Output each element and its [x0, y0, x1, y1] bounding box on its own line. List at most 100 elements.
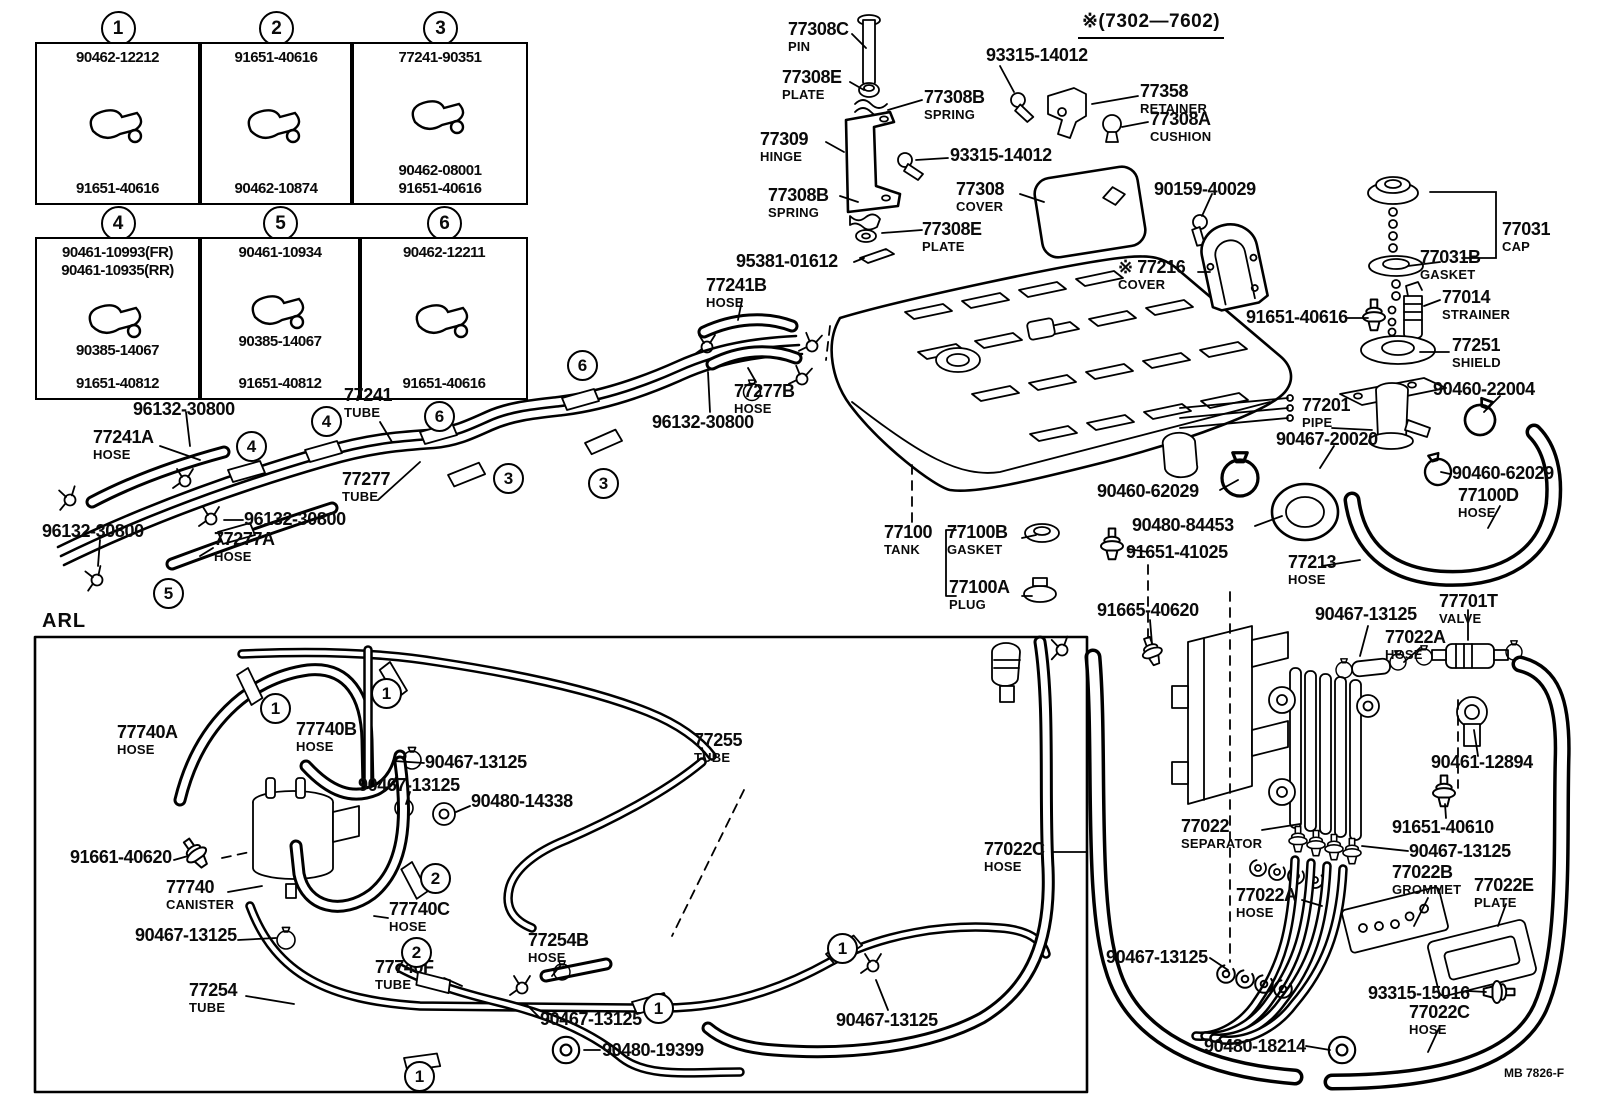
callout-number-2-5: 2 — [420, 863, 451, 894]
part-number: 90460-62029 — [1097, 481, 1199, 501]
legend-number-3: 3 — [423, 11, 458, 46]
legend-part-number: 90462-12212 — [76, 49, 159, 66]
part-name: HOSE — [1458, 505, 1496, 520]
part-label-96132-30800-56: 96132-30800 — [42, 522, 144, 540]
leader-lines — [97, 33, 1507, 1053]
arl-section-label: ARL — [42, 610, 87, 632]
legend-number-4: 4 — [100, 206, 136, 241]
part-number: 77022E — [1474, 875, 1534, 895]
part-number: 77740B — [296, 719, 357, 739]
callout-number-3-7: 3 — [493, 463, 524, 494]
part-number: 77031 — [1502, 219, 1551, 239]
part-name: GASKET — [947, 542, 1003, 557]
part-name: COVER — [956, 199, 1004, 214]
part-number: 77308B — [924, 87, 985, 107]
part-number: ※ 77216 — [1118, 257, 1186, 277]
legend-number-1: 1 — [100, 11, 136, 46]
tank-outlet-parts-art — [1023, 423, 1563, 669]
part-number: 77100B — [947, 522, 1008, 542]
part-number: 77308E — [782, 67, 842, 87]
long-right-hoses-art — [1084, 648, 1571, 1091]
filler-cap-parts-art — [1360, 176, 1436, 365]
part-number: 90159-40029 — [1154, 179, 1256, 199]
part-name: GASKET — [1420, 267, 1476, 282]
part-name: HOSE — [117, 742, 155, 757]
part-number: 90467-13125 — [1315, 604, 1417, 624]
part-name: TUBE — [694, 750, 731, 765]
part-number: 90467-13125 — [836, 1010, 938, 1030]
part-name: SHIELD — [1452, 355, 1501, 370]
legend-cell-6: 90462-12211 91651-40616 — [360, 237, 528, 400]
part-number: 77100A — [949, 577, 1010, 597]
part-name: TUBE — [189, 1000, 226, 1015]
legend-part-number: 91651-40616 — [76, 180, 159, 197]
part-name: TANK — [884, 542, 920, 557]
part-label-93315-14012-3: 93315-14012 — [986, 46, 1088, 64]
part-label-90467-13125-61: 90467-13125 — [358, 776, 460, 794]
part-label-90467-13125-72: 90467-13125 — [836, 1011, 938, 1029]
part-number: 90480-18214 — [1204, 1036, 1306, 1056]
part-name: HOSE — [706, 295, 744, 310]
legend-part-number: 91651-40616 — [398, 180, 482, 197]
legend-part-number: 91651-40812 — [238, 375, 322, 392]
legend-part-icon — [89, 108, 142, 143]
part-number: 77241A — [93, 427, 154, 447]
part-number: 77022A — [1385, 627, 1446, 647]
part-number: 77022C — [1409, 1002, 1470, 1022]
drawing-code: MB 7826-F — [1504, 1066, 1565, 1080]
part-number: 77031B — [1420, 247, 1481, 267]
legend-part-number: 90461-10934 — [238, 244, 322, 261]
legend-part-number: 91651-40616 — [402, 375, 486, 392]
part-name: HOSE — [93, 447, 131, 462]
part-label-91651-40610-39: 91651-40610 — [1392, 818, 1494, 836]
legend-number-2: 2 — [259, 11, 294, 46]
part-number: 90467-13125 — [425, 752, 527, 772]
part-label-90460-62029-25: 90460-62029 — [1452, 464, 1554, 482]
part-number: 95381-01612 — [736, 251, 838, 271]
legend-part-icon — [89, 303, 142, 338]
part-name: HINGE — [760, 149, 803, 164]
part-label-96132-30800-52: 96132-30800 — [133, 400, 235, 418]
callout-number-1-1: 1 — [371, 678, 402, 709]
arl-box-art — [33, 635, 1089, 1094]
part-label-90467-13125-42: 90467-13125 — [1106, 948, 1208, 966]
part-name: HOSE — [1288, 572, 1326, 587]
part-number: 90461-12894 — [1431, 752, 1533, 772]
part-number: 90467-13125 — [540, 1009, 642, 1029]
callout-number-1-2: 1 — [643, 993, 674, 1024]
part-name: CANISTER — [166, 897, 235, 912]
part-name: TUBE — [344, 405, 381, 420]
part-number: 90480-19399 — [602, 1040, 704, 1060]
legend-part-number: 90462-12211 — [402, 244, 486, 261]
legend-part-number: 90462-10874 — [234, 180, 318, 197]
part-label-90159-40029-15: 90159-40029 — [1154, 180, 1256, 198]
legend-part-number: 90461-10993(FR) — [62, 244, 173, 261]
part-number: 77241B — [706, 275, 767, 295]
callout-number-1-3: 1 — [827, 933, 858, 964]
part-name: VALVE — [1439, 611, 1482, 626]
part-number: 96132-30800 — [652, 412, 754, 432]
part-name: COVER — [1118, 277, 1166, 292]
legend-cell-1: 90462-12212 91651-40616 — [35, 42, 200, 205]
left-hoses-art — [54, 445, 339, 592]
part-label-96132-30800-55: 96132-30800 — [244, 510, 346, 528]
production-range-note: ※(7302—7602) — [1078, 10, 1225, 39]
